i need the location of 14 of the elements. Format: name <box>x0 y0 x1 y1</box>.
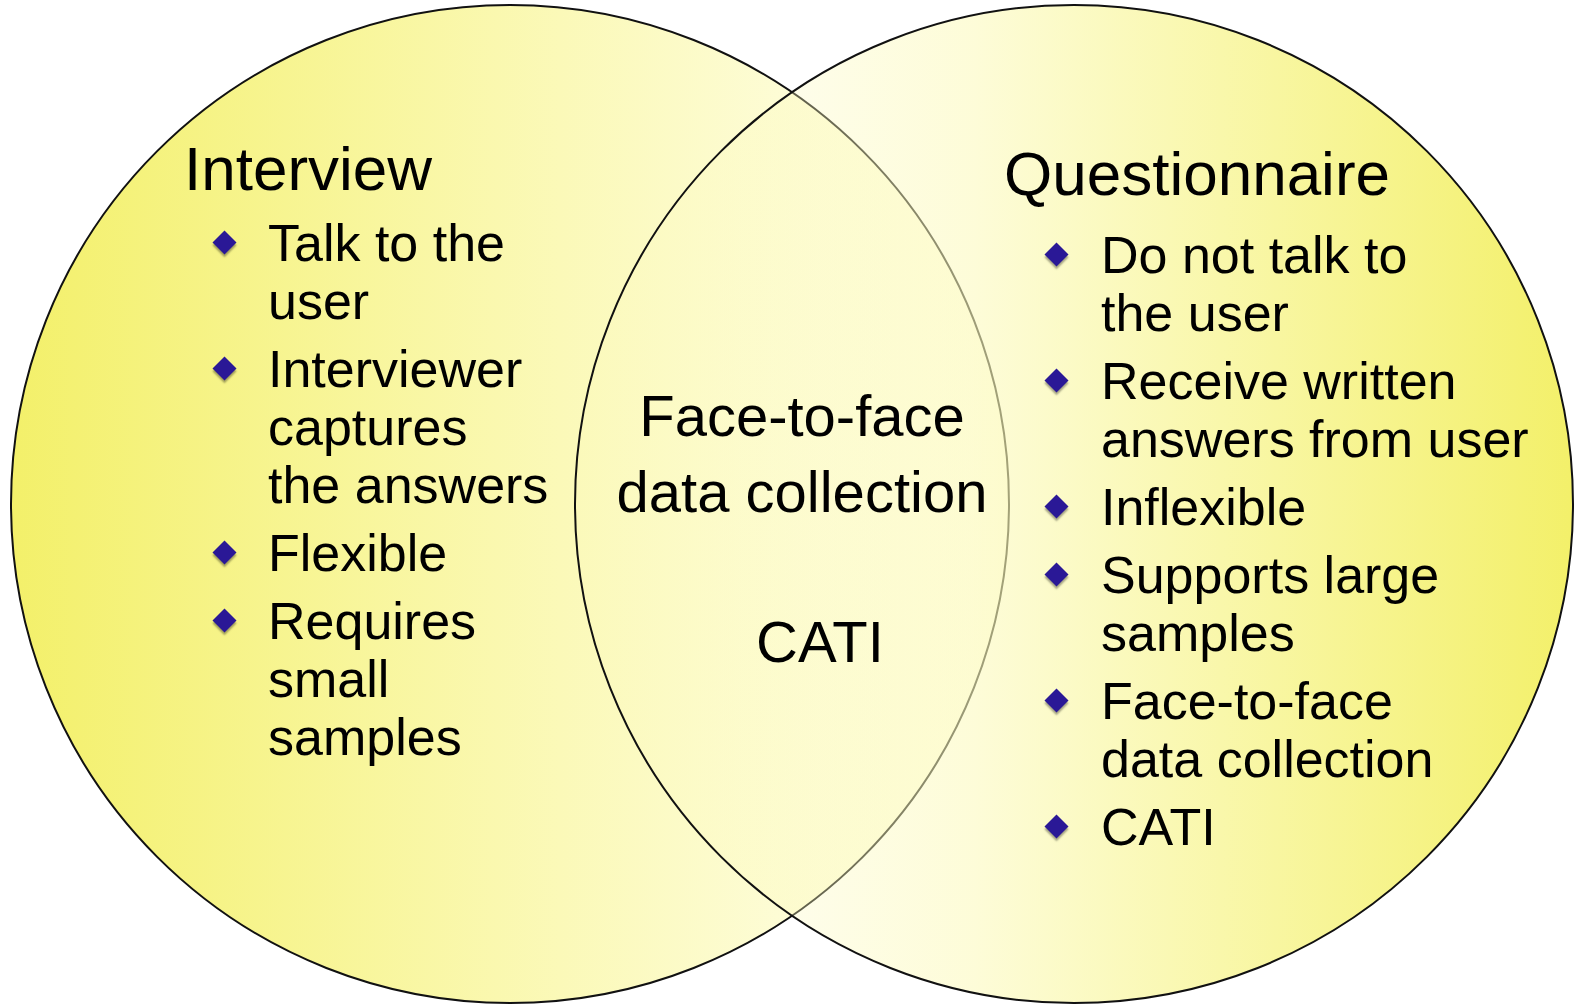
overlap-label: Face-to-face data collection <box>615 382 989 526</box>
bullet-text: Flexible <box>268 524 449 582</box>
bullet-text: Supports large samples <box>1101 546 1441 662</box>
bullet-text: Talk to the user <box>268 214 507 330</box>
bullet-text: Receive written answers from user <box>1101 352 1530 468</box>
bullet-text: Interviewer captures the answers <box>268 340 550 514</box>
circle-heading: Questionnaire <box>1004 139 1391 209</box>
bullet-text: Do not talk to the user <box>1101 226 1409 342</box>
bullet-text: Inflexible <box>1101 478 1308 536</box>
circle-heading: Interview <box>184 134 433 204</box>
bullet-text: Face-to-face data collection <box>1101 672 1435 788</box>
bullet-text: CATI <box>1101 798 1217 856</box>
bullet-text: Requires small samples <box>268 592 478 766</box>
overlap-label: CATI <box>755 608 885 676</box>
